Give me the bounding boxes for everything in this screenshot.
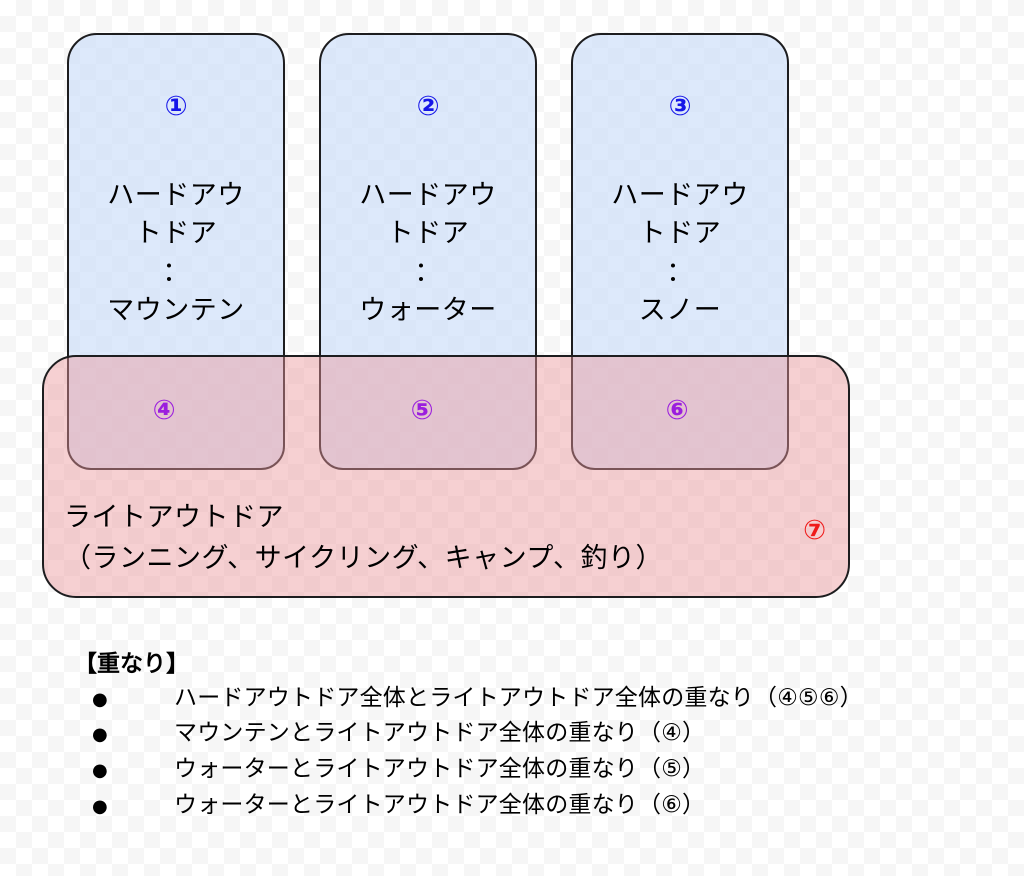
marker-7-icon: ⑦ [803,515,826,546]
light-outdoor-label: ライトアウトドア （ランニング、サイクリング、キャンプ、釣り） [64,502,664,574]
note-item: ● ハードアウトドア全体とライトアウトドア全体の重なり（④⑤⑥） [74,681,994,717]
marker-3-icon: ③ [668,91,692,122]
note-item-text: マウンテンとライトアウトドア全体の重なり（④） [174,720,706,747]
hard-outdoor-mountain-box[interactable]: ① ハードアウ トドア ： マウンテン [67,33,285,470]
marker-4-icon: ④ [152,395,176,426]
marker-2-icon: ② [416,91,440,122]
note-item-text: ハードアウトドア全体とライトアウトドア全体の重なり（④⑤⑥） [174,684,863,711]
note-item-text: ウォーターとライトアウトドア全体の重なり（⑤） [174,756,706,783]
note-item: ● ウォーターとライトアウトドア全体の重なり（⑤） [74,752,994,788]
marker-1-icon: ① [164,91,188,122]
hard-outdoor-water-box[interactable]: ② ハードアウ トドア ： ウォーター [319,33,537,470]
note-item-text: ウォーターとライトアウトドア全体の重なり（⑥） [174,791,706,818]
note-item: ● マウンテンとライトアウトドア全体の重なり（④） [74,716,994,752]
light-outdoor-box[interactable]: ライトアウトドア （ランニング、サイクリング、キャンプ、釣り） ⑦ [42,355,850,598]
bullet-icon: ● [92,688,108,710]
hard-outdoor-water-label: ハードアウ トドア ： ウォーター [359,180,497,326]
notes-heading: 【重なり】 [74,651,189,677]
marker-6-icon: ⑥ [665,395,689,426]
bullet-icon: ● [92,795,108,817]
bullet-icon: ● [92,760,108,782]
note-item: ● ウォーターとライトアウトドア全体の重なり（⑥） [74,788,994,824]
hard-outdoor-snow-box[interactable]: ③ ハードアウ トドア ： スノー [571,33,789,470]
overlap-notes: 【重なり】 ● ハードアウトドア全体とライトアウトドア全体の重なり（④⑤⑥） ●… [74,650,994,823]
bullet-icon: ● [92,724,108,746]
hard-outdoor-mountain-label: ハードアウ トドア ： マウンテン [107,180,245,326]
hard-outdoor-snow-label: ハードアウ トドア ： スノー [611,180,749,326]
marker-5-icon: ⑤ [410,395,434,426]
